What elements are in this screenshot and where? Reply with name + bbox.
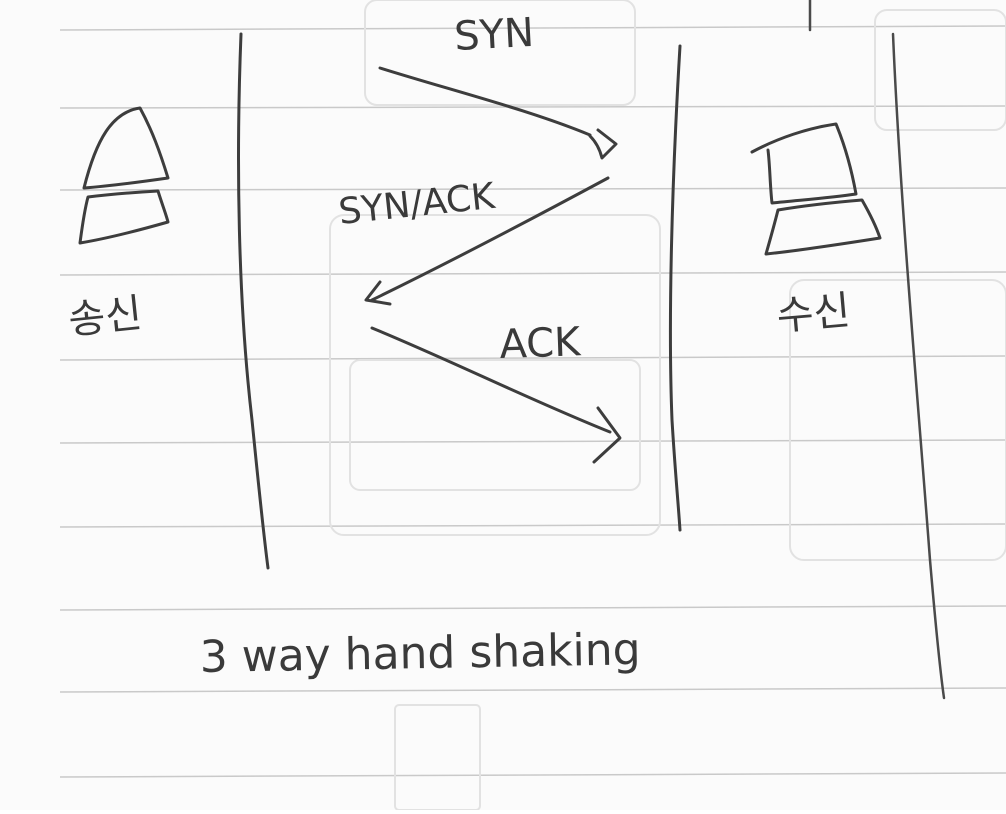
ruled-lines bbox=[59, 25, 1006, 778]
ack-label: ACK bbox=[499, 319, 583, 368]
sender-lifeline bbox=[237, 32, 270, 570]
receiver-lifeline bbox=[668, 44, 682, 532]
syn-arrow bbox=[378, 66, 618, 160]
syn-ack-label: SYN/ACK bbox=[337, 176, 498, 233]
receiver-computer-icon bbox=[750, 122, 882, 256]
sender-computer-icon bbox=[78, 106, 170, 245]
receiver-label: 수신 bbox=[775, 288, 852, 340]
ack-arrow bbox=[370, 326, 622, 464]
bleed-through bbox=[329, 0, 1006, 811]
page-margin-line bbox=[891, 32, 946, 700]
sender-label: 송신 bbox=[66, 291, 144, 344]
diagram-caption: 3 way hand shaking bbox=[199, 624, 641, 683]
syn-ack-arrow bbox=[364, 176, 610, 306]
syn-label: SYN bbox=[453, 10, 535, 60]
